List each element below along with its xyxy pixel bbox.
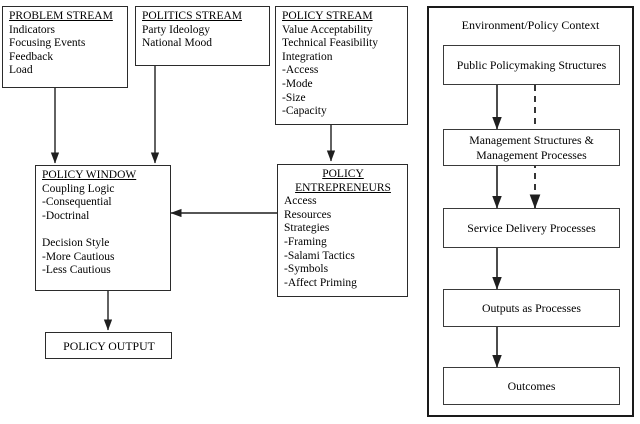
policy-entrepreneurs-title-line-one: POLICY	[322, 168, 364, 180]
problem-stream-box[interactable]: PROBLEM STREAM Indicators Focusing Event…	[2, 6, 128, 88]
policy-stream-item: -Access	[282, 64, 319, 77]
node-label: Management Structures & Management Proce…	[469, 133, 594, 162]
policy-entrepreneurs-title-line-two: ENTREPRENEURS	[295, 181, 391, 194]
policy-stream-item: -Mode	[282, 77, 313, 90]
policy-stream-box[interactable]: POLICY STREAM Value Acceptability Techni…	[275, 6, 408, 125]
node-outputs-as-processes[interactable]: Outputs as Processes	[443, 289, 620, 327]
policy-entrepreneurs-item: -Framing	[284, 235, 327, 248]
node-outcomes[interactable]: Outcomes	[443, 367, 620, 405]
politics-stream-box[interactable]: POLITICS STREAM Party Ideology National …	[135, 6, 270, 66]
policy-window-group-heading: Decision Style	[42, 236, 110, 249]
policy-window-item: -Doctrinal	[42, 209, 90, 222]
policy-window-item: -More Cautious	[42, 250, 115, 263]
policy-entrepreneurs-item: Strategies	[284, 222, 330, 235]
policy-entrepreneurs-item: Resources	[284, 208, 332, 221]
node-service-delivery-processes[interactable]: Service Delivery Processes	[443, 208, 620, 248]
politics-stream-title: POLITICS STREAM	[142, 10, 242, 22]
policy-window-item: -Consequential	[42, 196, 112, 209]
policy-window-item: -Less Cautious	[42, 264, 111, 277]
node-label: Service Delivery Processes	[467, 220, 596, 235]
policy-window-box[interactable]: POLICY WINDOW Coupling Logic -Consequent…	[35, 165, 171, 291]
policy-output-box[interactable]: POLICY OUTPUT	[45, 332, 172, 359]
policy-stream-item: Value Acceptability	[282, 23, 373, 36]
policy-window-group-heading: Coupling Logic	[42, 182, 115, 195]
policy-stream-item: Technical Feasibility	[282, 37, 378, 50]
politics-stream-item: National Mood	[142, 37, 212, 50]
politics-stream-item: Party Ideology	[142, 23, 211, 36]
problem-stream-item: Focusing Events	[9, 37, 86, 50]
policy-window-title: POLICY WINDOW	[42, 169, 137, 181]
policy-output-label: POLICY OUTPUT	[63, 338, 155, 353]
node-management-structures-processes[interactable]: Management Structures & Management Proce…	[443, 129, 620, 166]
policy-entrepreneurs-item: -Affect Priming	[284, 276, 357, 289]
policy-stream-item: Integration	[282, 50, 333, 63]
spacer	[42, 223, 165, 237]
policy-entrepreneurs-item: Access	[284, 195, 317, 208]
policy-stream-item: -Capacity	[282, 105, 327, 118]
problem-stream-item: Indicators	[9, 23, 55, 36]
policy-stream-item: -Size	[282, 91, 306, 104]
policy-entrepreneurs-box[interactable]: POLICY ENTREPRENEURS Access Resources St…	[277, 164, 408, 297]
node-public-policymaking-structures[interactable]: Public Policymaking Structures	[443, 45, 620, 85]
policy-entrepreneurs-item: -Salami Tactics	[284, 249, 355, 262]
problem-stream-item: Feedback	[9, 50, 54, 63]
node-label: Public Policymaking Structures	[456, 57, 607, 72]
policy-entrepreneurs-item: -Symbols	[284, 263, 329, 276]
node-label: Outcomes	[507, 378, 556, 393]
node-label: Outputs as Processes	[482, 300, 581, 315]
panel-title: Environment/Policy Context	[461, 18, 600, 32]
policy-stream-title: POLICY STREAM	[282, 10, 373, 22]
problem-stream-title: PROBLEM STREAM	[9, 10, 113, 22]
problem-stream-item: Load	[9, 64, 33, 77]
